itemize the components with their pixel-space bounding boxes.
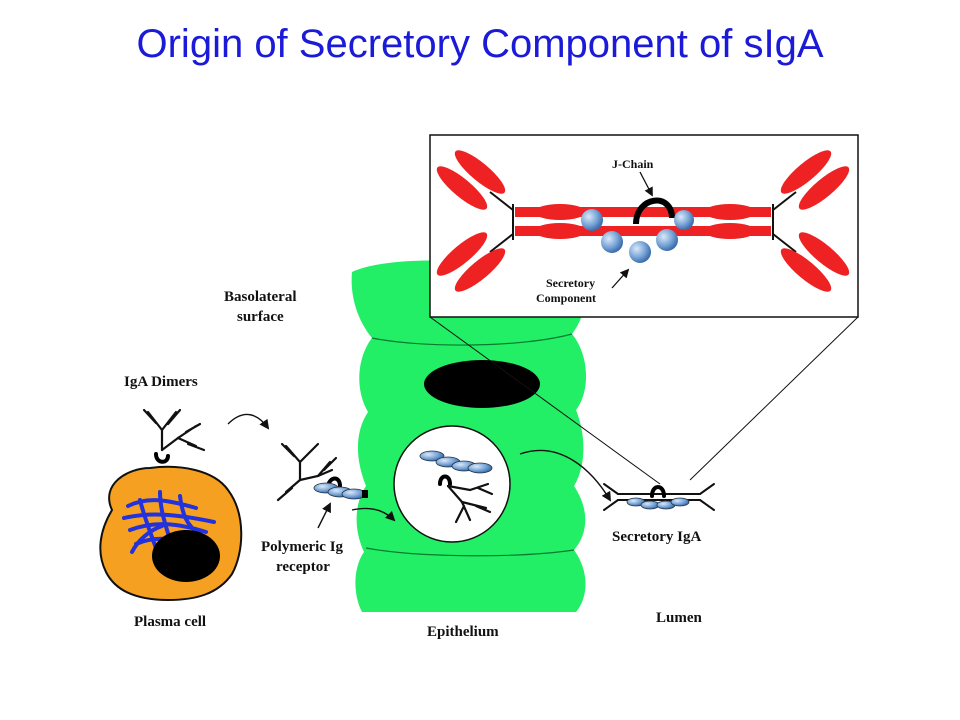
secretory-component-beads xyxy=(581,209,694,263)
flow-arrows xyxy=(227,413,612,529)
j-chain-label: J-Chain xyxy=(612,157,654,171)
polymeric-ig-label-line1: Polymeric Ig xyxy=(261,539,344,555)
j-chain xyxy=(633,197,675,225)
secretory-iga xyxy=(603,483,715,511)
iga-dimer-inset xyxy=(436,150,850,292)
plasma-nucleus xyxy=(152,530,220,582)
plasma-cell xyxy=(99,465,243,602)
secretory-label-line2: Component xyxy=(536,291,596,305)
page-title: Origin of Secretory Component of sIgA xyxy=(136,22,824,66)
iga-receptor-complex xyxy=(276,442,368,502)
epithelium-nucleus xyxy=(424,360,540,408)
lumen-label: Lumen xyxy=(656,610,703,626)
polymeric-ig-label-line2: receptor xyxy=(276,559,330,575)
secretory-iga-label: Secretory IgA xyxy=(612,529,701,545)
vesicle-iga xyxy=(419,450,494,524)
inset-box: J-Chain Secretory Component xyxy=(429,134,859,485)
secretory-label-line1: Secretory xyxy=(546,276,595,290)
epithelium-label: Epithelium xyxy=(427,624,499,640)
iga-dimers-label: IgA Dimers xyxy=(124,374,198,390)
iga-dimer xyxy=(142,408,206,464)
plasma-cell-label: Plasma cell xyxy=(134,614,206,630)
basolateral-label-line2: surface xyxy=(237,309,284,325)
basolateral-label-line1: Basolateral xyxy=(224,289,297,305)
